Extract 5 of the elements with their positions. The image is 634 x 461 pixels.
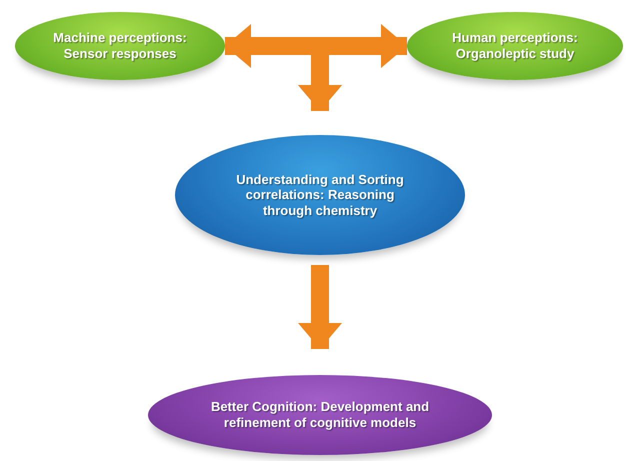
arrow xyxy=(298,265,342,349)
node-label: Understanding and Sorting correlations: Reasoning through chemistry xyxy=(235,172,405,218)
node-label: Machine perceptions: Sensor responses xyxy=(52,30,188,62)
node-label: Human perceptions: Organoleptic study xyxy=(451,30,579,62)
node-label: Better Cognition: Development and refinement of cognitive models xyxy=(210,399,430,431)
